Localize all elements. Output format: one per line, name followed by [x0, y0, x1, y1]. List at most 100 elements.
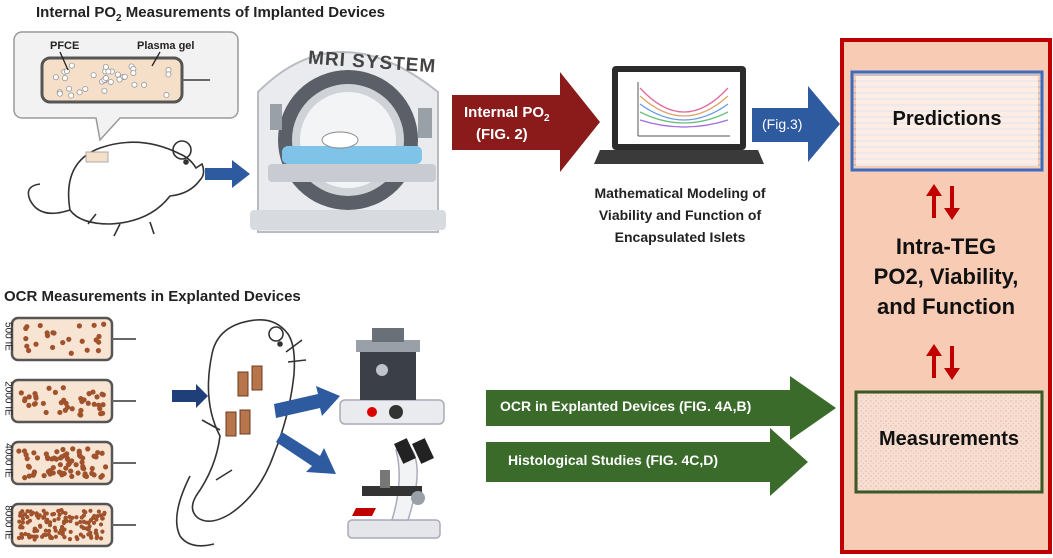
- islet-dot: [91, 453, 97, 459]
- explanted-devices: [10, 316, 136, 548]
- pfce-dot: [130, 69, 137, 76]
- pfce-dot: [68, 62, 75, 69]
- islet-dot: [59, 507, 64, 513]
- modeling-caption-line1: Mathematical Modeling of: [594, 185, 766, 201]
- islet-dot: [96, 509, 101, 514]
- arrow-histology: [486, 428, 808, 496]
- islet-dot: [64, 455, 70, 461]
- pfce-dot: [61, 75, 68, 82]
- islet-dot: [60, 339, 66, 346]
- islet-dot: [41, 532, 47, 537]
- islet-dot: [17, 519, 22, 524]
- islet-dot: [100, 516, 105, 521]
- modeling-caption-line2: Viability and Function of: [598, 207, 762, 223]
- islet-dot: [94, 517, 99, 522]
- islet-dot: [46, 528, 52, 534]
- islet-dot: [84, 520, 89, 525]
- islet-dot: [99, 473, 105, 479]
- pfce-dot: [101, 87, 108, 94]
- islet-dot: [56, 516, 61, 521]
- islet-dot: [68, 529, 73, 535]
- islet-dot: [34, 513, 39, 518]
- islet-dot: [34, 455, 41, 461]
- islet-dot: [24, 343, 30, 349]
- islet-dot: [100, 529, 105, 534]
- measurements-box: [854, 390, 1044, 494]
- islet-dot: [49, 456, 55, 462]
- pfce-dot: [68, 92, 75, 99]
- islet-dot: [91, 520, 97, 526]
- islet-dot: [102, 510, 107, 515]
- islet-dot: [84, 347, 90, 353]
- islet-dot: [60, 446, 66, 453]
- islet-dot: [93, 530, 98, 536]
- islet-dot: [102, 464, 109, 470]
- islet-dot: [25, 509, 30, 514]
- islet-dot: [25, 520, 30, 525]
- islet-dot: [91, 322, 97, 328]
- islet-dot: [73, 462, 79, 468]
- pfce-dot: [102, 63, 109, 70]
- islet-dot: [22, 398, 28, 404]
- arrow-fig3-text: (Fig.3): [762, 116, 803, 132]
- islet-dot: [61, 520, 67, 526]
- islet-dot: [98, 513, 103, 518]
- islet-dot: [33, 341, 39, 347]
- islet-dot: [53, 456, 59, 462]
- islet-dot: [26, 532, 31, 537]
- pfce-dot: [63, 68, 70, 75]
- bottom-section-title: OCR Measurements in Explanted Devices: [4, 288, 301, 305]
- device-dose-label: 2000 IE: [2, 381, 14, 416]
- islet-dot: [23, 336, 29, 342]
- islet-dot: [85, 446, 91, 452]
- arrow-internal-po2: [452, 72, 600, 172]
- pfce-dot: [131, 81, 138, 88]
- pfce-dot: [107, 78, 114, 85]
- islet-dot: [68, 468, 74, 474]
- islet-dot: [69, 458, 75, 464]
- center-label-line2: PO2, Viability,: [873, 264, 1019, 289]
- arrow-ocr-text: OCR in Explanted Devices (FIG. 4A,B): [500, 398, 752, 414]
- islet-dot: [89, 535, 94, 540]
- islet-dot: [25, 514, 30, 520]
- islet-dot: [22, 475, 28, 481]
- islet-dot: [81, 534, 86, 539]
- pfce-dot: [105, 68, 112, 75]
- islet-dot: [20, 520, 25, 525]
- islet-dot: [19, 532, 24, 537]
- islet-dot: [26, 473, 32, 479]
- islet-dot: [46, 385, 52, 391]
- islet-dot: [74, 535, 79, 540]
- islet-dot: [94, 535, 99, 541]
- islet-dot: [79, 459, 85, 465]
- islet-dot: [99, 410, 106, 416]
- islet-dot: [47, 523, 53, 528]
- islet-dot: [53, 534, 58, 539]
- islet-dot: [79, 524, 84, 529]
- islet-dot: [68, 519, 73, 524]
- islet-dot: [40, 400, 46, 407]
- arrow-histology-text: Histological Studies (FIG. 4C,D): [508, 452, 719, 468]
- mouse-implanted: [27, 140, 205, 237]
- center-label-line3: and Function: [876, 294, 1016, 319]
- device-dose-label: 500 IE: [2, 322, 14, 351]
- islet-dot: [31, 401, 38, 407]
- arrow-po2-text-line1: Internal PO2: [464, 104, 550, 124]
- bidirectional-arrows-bottom: [926, 344, 960, 380]
- islet-dot: [99, 450, 105, 456]
- islet-dot: [18, 525, 23, 530]
- islet-dot: [96, 333, 102, 340]
- islet-dot: [49, 344, 56, 351]
- pfce-dot: [90, 72, 97, 79]
- pfce-dot: [116, 76, 123, 83]
- islet-dot: [79, 398, 85, 405]
- pfce-dot: [102, 75, 109, 82]
- arrow-po2-text-line2: (FIG. 2): [476, 126, 528, 143]
- islet-dot: [37, 523, 43, 528]
- microscope: [347, 438, 441, 539]
- islet-dot: [33, 395, 39, 401]
- islet-dot: [83, 473, 90, 480]
- mri-scanner: [250, 51, 446, 233]
- islet-dot: [16, 535, 22, 541]
- pfce-dot: [165, 71, 172, 78]
